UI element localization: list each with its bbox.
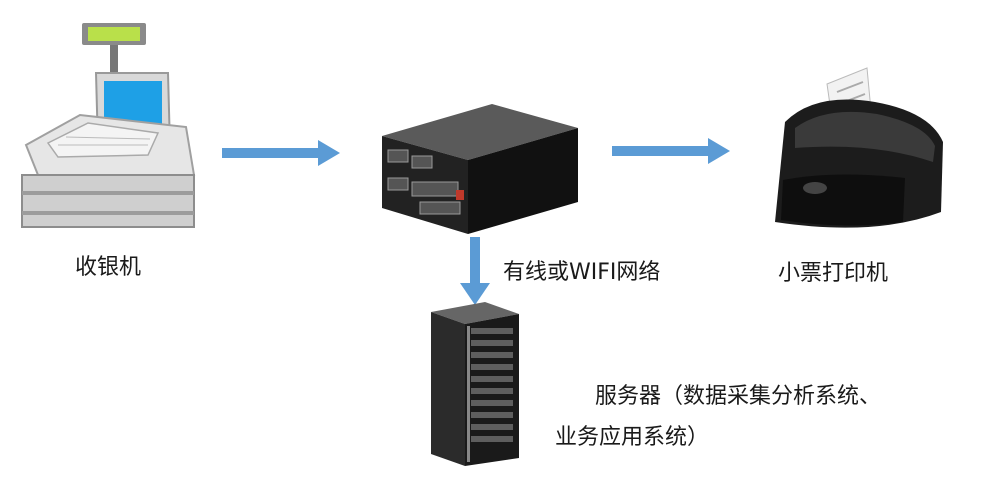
printer-label: 小票打印机 [778, 261, 889, 286]
arrow-collector-to-printer [612, 138, 732, 164]
receipt-printer-icon [755, 62, 955, 242]
cash-register-icon [18, 15, 198, 235]
arrow-collector-to-server [460, 237, 490, 307]
collector-box-icon [372, 98, 582, 238]
server-label-line1: 服务器（数据采集分析系统、 [595, 384, 882, 409]
server-rack-icon [425, 298, 525, 470]
server-label-line2: 业务应用系统） [555, 425, 710, 450]
network-label: 有线或WIFI网络 [503, 260, 661, 285]
arrow-register-to-collector [222, 140, 342, 166]
cash-register-label: 收银机 [75, 255, 142, 280]
